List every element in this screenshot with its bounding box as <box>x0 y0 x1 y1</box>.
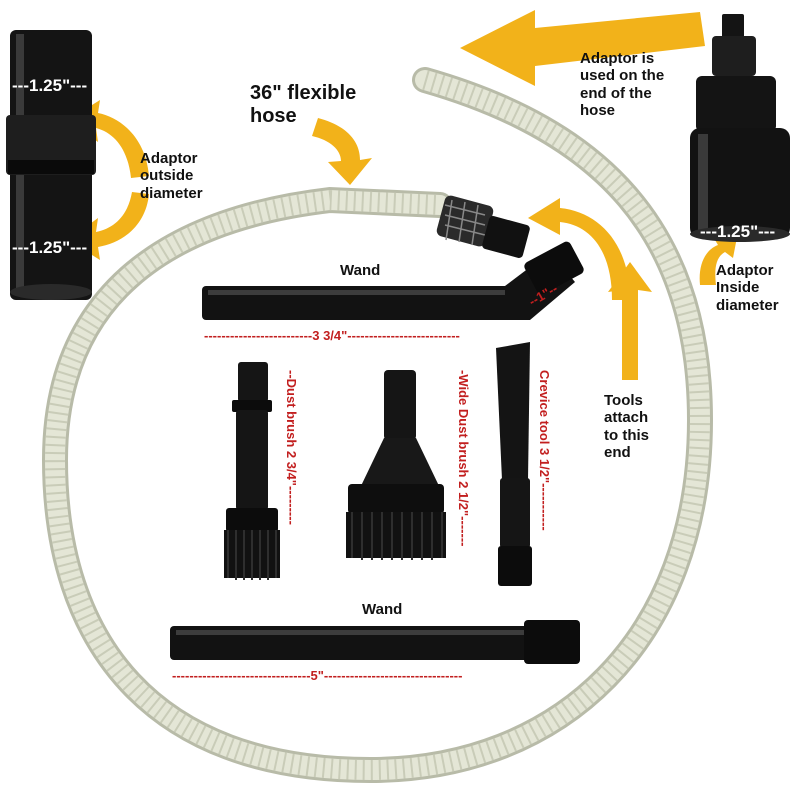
adaptor-end-label: Adaptor is used on the end of the hose <box>580 50 665 119</box>
wand-bent-part <box>202 241 584 320</box>
wand-straight-part <box>170 620 580 664</box>
arrow-tools-attach-2-icon <box>608 262 652 380</box>
wand-top-length-dimension: -------------------------3 3/4"---------… <box>204 328 460 343</box>
arrow-inside-up-icon <box>699 232 738 285</box>
adaptor-outside-part <box>6 30 96 300</box>
dust-brush-part <box>224 362 280 580</box>
wide-dust-brush-dimension: -Wide Dust brush 2 1/2"------- <box>456 370 471 547</box>
left-adaptor-top-dimension: ---1.25"--- <box>12 76 88 95</box>
left-adaptor-bottom-dimension: ---1.25"--- <box>12 238 88 257</box>
crevice-tool-dimension: Crevice tool 3 1/2"----------- <box>537 370 552 531</box>
wand-bottom-label: Wand <box>362 601 403 618</box>
wand-top-label: Wand <box>340 262 381 279</box>
adaptor-outside-label: Adaptor outside diameter <box>140 150 203 202</box>
adaptor-inside-part <box>690 14 790 242</box>
hose-label: 36" flexible hose <box>250 82 357 127</box>
hose-end-connector <box>436 195 530 258</box>
adaptor-inside-label: Adaptor Inside diameter <box>716 262 779 314</box>
flexible-hose <box>41 67 714 784</box>
wide-dust-brush-part <box>346 370 446 560</box>
arrow-top-left-icon <box>460 10 705 86</box>
wand-bottom-length-dimension: --------------------------------5"------… <box>172 668 463 683</box>
arrow-tools-attach-1-icon <box>528 198 630 300</box>
tools-attach-label: Tools attach to this end <box>604 392 649 461</box>
right-adaptor-dimension: ---1.25"--- <box>700 222 776 241</box>
arrow-hose-down-icon <box>312 118 372 185</box>
dust-brush-dimension: --Dust brush 2 3/4"--------- <box>284 370 299 525</box>
crevice-tool-part <box>496 342 532 586</box>
